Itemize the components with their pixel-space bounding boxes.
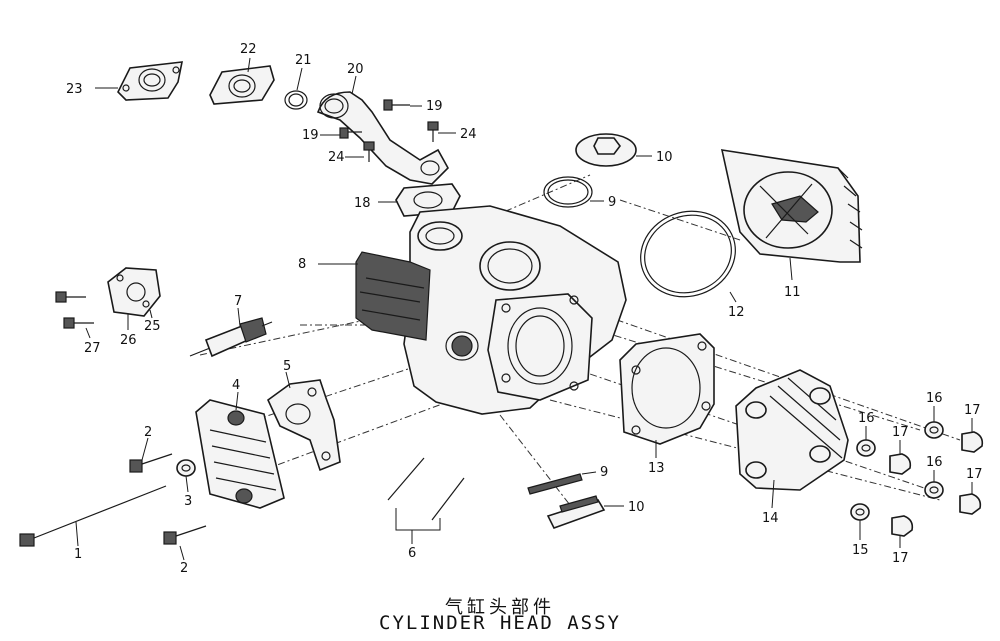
callout-11: 11 — [784, 285, 801, 300]
callout-22: 22 — [240, 42, 257, 57]
callout-6: 6 — [408, 546, 416, 561]
part-4-finned-cover — [195, 391, 285, 509]
part-17-cap-nut-a — [961, 418, 984, 453]
part-22-insulator — [209, 57, 275, 105]
part-7-spark-plug — [189, 307, 273, 358]
part-10-filler-cap-top — [575, 133, 652, 167]
part-2-bolt-upper — [129, 437, 173, 473]
part-16-washer-b — [856, 426, 876, 457]
part-19-bolt-upper — [383, 99, 422, 111]
part-11-side-cover — [720, 149, 863, 281]
callout-23: 23 — [66, 82, 83, 97]
part-12-large-o-ring — [640, 210, 737, 303]
callout-26: 26 — [120, 333, 137, 348]
callout-12: 12 — [728, 305, 745, 320]
callout-7: 7 — [234, 294, 242, 309]
callout-24-right: 24 — [460, 127, 477, 142]
callout-14: 14 — [762, 511, 779, 526]
callout-25: 25 — [144, 319, 161, 334]
part-17-cap-nut-c — [959, 482, 982, 515]
callout-15: 15 — [852, 543, 869, 558]
callout-5: 5 — [283, 359, 291, 374]
callout-19-upper: 19 — [426, 99, 443, 114]
callout-20: 20 — [347, 62, 364, 77]
part-17-cap-nut-d — [891, 515, 914, 548]
callout-10-bottom: 10 — [628, 500, 645, 515]
part-25-26-gasket-plate — [107, 267, 161, 330]
part-1-long-bolt — [19, 485, 167, 547]
part-16-washer-c — [924, 470, 944, 499]
callout-19-lower: 19 — [302, 128, 319, 143]
part-23-intake-flange — [95, 61, 183, 101]
part-13-head-gasket — [619, 333, 715, 458]
callout-27: 27 — [84, 341, 101, 356]
callout-labels: 23 22 21 20 19 19 24 24 18 10 9 8 11 12 … — [66, 42, 983, 576]
diagram-title-english: CYLINDER HEAD ASSY — [379, 612, 621, 634]
callout-17-b: 17 — [892, 425, 909, 440]
part-8-cylinder-head-body — [318, 205, 627, 415]
callout-9-top: 9 — [608, 195, 616, 210]
callout-16-b: 16 — [858, 411, 875, 426]
part-27-bolts — [55, 291, 94, 339]
part-15-washer — [850, 503, 870, 540]
part-17-cap-nut-b — [889, 440, 912, 475]
callout-24-left: 24 — [328, 150, 345, 165]
callout-17-a: 17 — [964, 403, 981, 418]
callout-17-d: 17 — [892, 551, 909, 566]
callout-9-bottom: 9 — [600, 465, 608, 480]
callout-2-upper: 2 — [144, 425, 152, 440]
part-10-tensioner-bottom — [546, 495, 624, 529]
part-20-intake-pipe — [316, 75, 449, 185]
callout-18: 18 — [354, 196, 371, 211]
part-16-washer-a — [924, 406, 944, 439]
part-19-bolt-lower — [320, 127, 362, 139]
part-3-washer — [176, 459, 196, 493]
callout-4: 4 — [232, 378, 240, 393]
callout-2-lower: 2 — [180, 561, 188, 576]
part-24-bolt-left — [345, 141, 375, 162]
part-14-head-cover — [735, 369, 849, 509]
part-9-o-ring-top — [543, 176, 604, 208]
part-18-gasket — [378, 183, 461, 217]
callout-8: 8 — [298, 257, 306, 272]
diagram-title-chinese: 气缸头部件 — [445, 597, 555, 618]
callout-13: 13 — [648, 461, 665, 476]
callout-17-c: 17 — [966, 467, 983, 482]
callout-1: 1 — [74, 547, 82, 562]
part-21-o-ring — [284, 67, 308, 110]
part-2-bolt-lower — [163, 525, 207, 561]
part-24-bolt-right — [427, 121, 456, 142]
part-6-studs — [387, 457, 465, 544]
callout-3: 3 — [184, 494, 192, 509]
callout-10-top: 10 — [656, 150, 673, 165]
callout-21: 21 — [295, 53, 312, 68]
callout-16-a: 16 — [926, 391, 943, 406]
part-9-pin-bottom — [527, 471, 597, 495]
part-5-side-gasket — [266, 371, 341, 472]
callout-16-c: 16 — [926, 455, 943, 470]
